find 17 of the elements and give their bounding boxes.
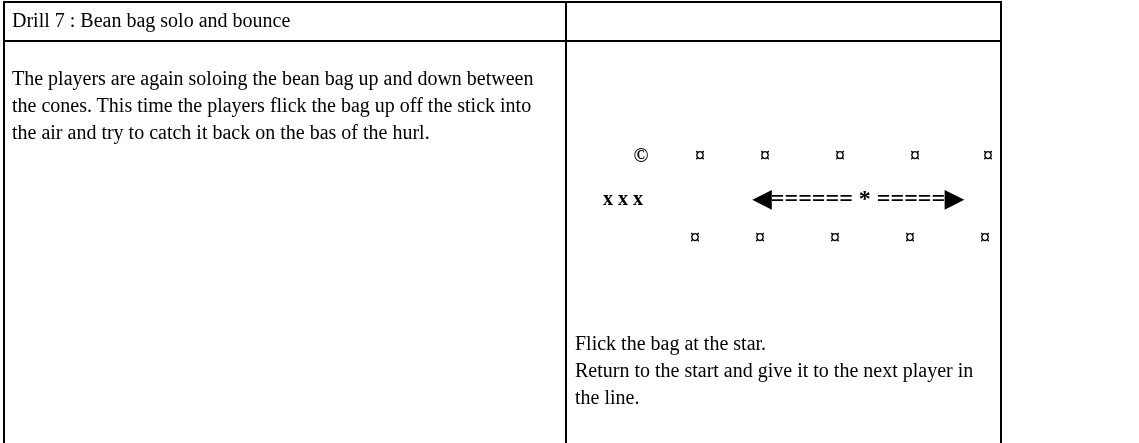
cone-symbol: ¤ xyxy=(830,224,840,250)
table-header-text: Drill 7 : Bean bag solo and bounce xyxy=(12,8,292,34)
cone-symbol: ¤ xyxy=(980,224,990,250)
cone-symbol: ¤ xyxy=(983,142,993,168)
coach-symbol: © xyxy=(633,142,649,168)
player-markers: x x x xyxy=(603,185,643,211)
description-paragraph: The players are again soloing the bean bag up and down between the cones. This time the players flick the bag up off the stick into the air and try to catch it back on the bas of the hurl. xyxy=(12,66,535,146)
cone-symbol: ¤ xyxy=(755,224,765,250)
flick-arrow-line: ◀====== * =====▶ xyxy=(752,184,964,212)
cone-symbol: ¤ xyxy=(835,142,845,168)
cone-symbol: ¤ xyxy=(690,224,700,250)
cone-symbol: ¤ xyxy=(695,142,705,168)
cone-symbol: ¤ xyxy=(905,224,915,250)
instruction-text: Flick the bag at the star. xyxy=(575,331,768,357)
cone-symbol: ¤ xyxy=(760,142,770,168)
cone-symbol: ¤ xyxy=(910,142,920,168)
instruction-text: Return to the start and give it to the next player in the line. xyxy=(575,358,975,410)
